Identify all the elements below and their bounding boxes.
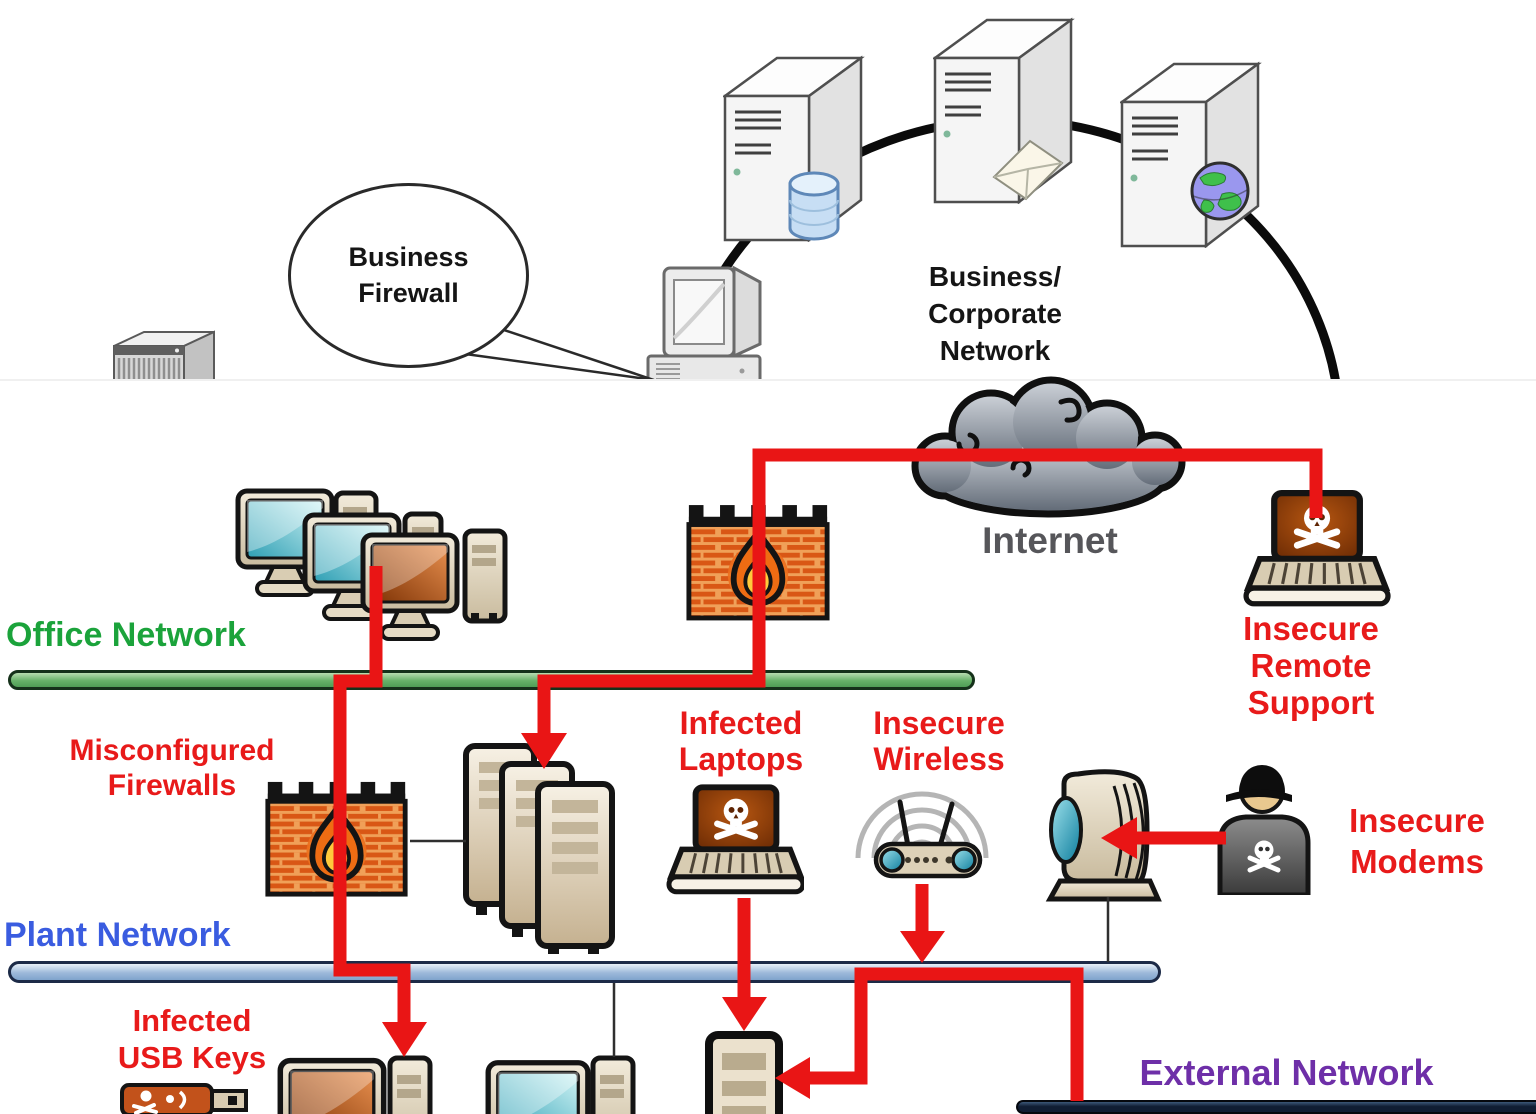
- external-network-label: External Network: [1139, 1052, 1434, 1093]
- internet-label: Internet: [982, 520, 1118, 561]
- arrowhead-to-plant-servers: [521, 733, 567, 769]
- insecure-modems-label: Insecure Modems: [1349, 802, 1485, 880]
- infected-usb-keys-label: Infected USB Keys: [117, 1003, 267, 1075]
- insecure-remote-support-label: Insecure Remote Support: [1243, 610, 1379, 721]
- corporate-network-label: Business/ Corporate Network: [928, 261, 1062, 366]
- misconfigured-firewalls-label: Misconfigured Firewalls: [69, 734, 275, 802]
- plant-monitor-teal: [485, 1060, 591, 1114]
- plant-tower-2: [590, 1055, 636, 1114]
- image-seam: [0, 379, 1536, 381]
- globe-icon: [1190, 161, 1250, 221]
- server-tower-front: [535, 781, 615, 954]
- office-tower-3: [462, 528, 508, 624]
- office-network-label: Office Network: [6, 616, 246, 654]
- attack-paths: [333, 448, 1323, 1101]
- plant-servers-stack-icon: [463, 743, 615, 954]
- office-monitor-orange: [360, 532, 460, 641]
- business-firewall-label-line1: Business: [348, 242, 469, 273]
- arrowhead-to-controller-top: [722, 997, 767, 1031]
- rack-server-icon: [113, 330, 215, 380]
- plant-network-label: Plant Network: [4, 916, 231, 954]
- path-internet-to-office: [537, 448, 1323, 735]
- path-office-to-plant: [333, 566, 411, 1024]
- path-plant-to-external: [808, 967, 1084, 1101]
- arrowhead-to-modem: [1101, 817, 1137, 859]
- plant-monitor-orange: [277, 1057, 387, 1114]
- envelope-icon: [992, 139, 1064, 201]
- attacker-icon: [1217, 765, 1311, 895]
- arrowhead-to-plant-bus: [900, 931, 945, 963]
- plant-controller-icon: [705, 1031, 783, 1114]
- infected-laptops-label: Infected Laptops: [678, 705, 804, 777]
- business-firewall-bubble: Business Firewall: [288, 183, 529, 368]
- plant-tower-1: [387, 1055, 433, 1114]
- database-icon: [788, 171, 840, 241]
- attack-arrowheads: [382, 733, 1137, 1099]
- remote-support-laptop-icon: [1243, 490, 1391, 607]
- usb-key-icon: [120, 1083, 248, 1114]
- arrowhead-to-plant-tower: [382, 1022, 427, 1057]
- network-connector-lines: [410, 839, 1110, 1057]
- external-network-bus: [1016, 1100, 1536, 1114]
- modem-icon: [1045, 769, 1162, 902]
- insecure-wireless-label: Insecure Wireless: [873, 705, 1005, 777]
- business-network-section: Business Firewall Business/ Corporate Ne…: [0, 0, 1536, 380]
- arrowhead-to-controller-side: [775, 1057, 810, 1099]
- wireless-access-point-icon: [855, 791, 989, 879]
- business-firewall-label-line2: Firewall: [358, 277, 459, 308]
- infected-laptop-icon: [666, 784, 804, 895]
- server-mail-icon: [933, 17, 1075, 204]
- workstation-icon: [646, 265, 762, 380]
- internet-cloud-icon: [911, 376, 1186, 518]
